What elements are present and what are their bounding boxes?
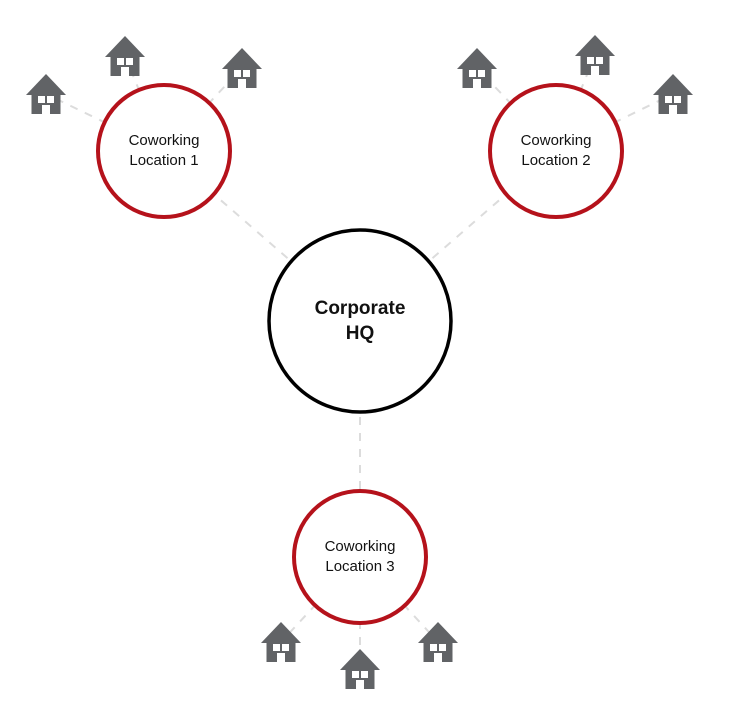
spoke-label-line2: Location 2	[521, 152, 591, 169]
coworking-location-2-label: Coworking Location 2	[521, 131, 592, 171]
house-icon	[457, 48, 497, 88]
coworking-location-1-circle	[96, 83, 232, 219]
hub-connector-line	[163, 150, 361, 322]
house-icon	[653, 74, 693, 114]
hub-connector-line	[359, 150, 557, 322]
corporate-hq-label: Corporate HQ	[315, 296, 406, 346]
coworking-location-3-circle	[292, 489, 428, 625]
house-icon	[418, 622, 458, 662]
coworking-location-3-label: Coworking Location 3	[325, 537, 396, 577]
house-icon	[105, 36, 145, 76]
coworking-location-2-circle	[488, 83, 624, 219]
spoke-label-line1: Coworking	[324, 538, 396, 555]
node-circles	[96, 83, 624, 625]
hub-label-line1: Corporate	[314, 298, 406, 319]
spoke-label-line1: Coworking	[128, 132, 200, 149]
house-icon	[222, 48, 262, 88]
corporate-hq-circle	[267, 228, 453, 414]
house-icon	[340, 649, 380, 689]
spoke-label-line2: Location 1	[129, 152, 199, 169]
house-icon	[575, 35, 615, 75]
spoke-label-line2: Location 3	[325, 558, 395, 575]
spoke-label-line1: Coworking	[520, 132, 592, 149]
hub-label-line2: HQ	[345, 323, 375, 344]
house-icon	[26, 74, 66, 114]
coworking-location-1-label: Coworking Location 1	[129, 131, 200, 171]
